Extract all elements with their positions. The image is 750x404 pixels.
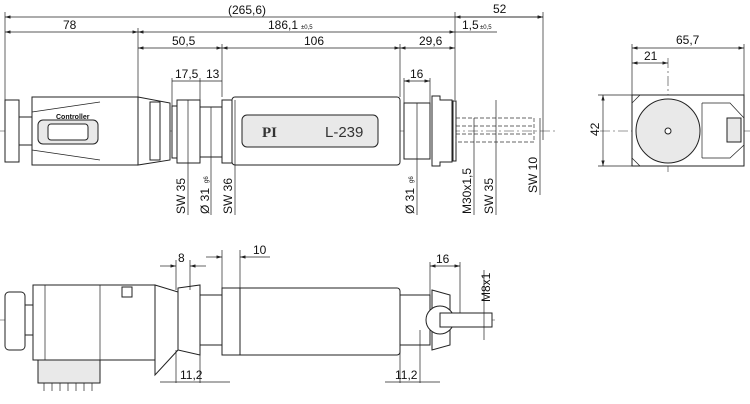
dim-8: 8 xyxy=(178,251,185,265)
side-housing xyxy=(32,284,156,361)
dim-rear-length: 29,6 xyxy=(419,34,443,48)
dim-body-length: 106 xyxy=(304,34,324,48)
dim-end-width: 65,7 xyxy=(676,33,700,47)
dim-end-offset: 21 xyxy=(644,49,658,63)
dim-front-length: 50,5 xyxy=(172,34,196,48)
dim-tip-offset: 1,5 xyxy=(462,18,479,32)
dim-collar-width: 16 xyxy=(410,67,424,81)
side-connector xyxy=(37,359,101,384)
label-thread-m8: M8x1 xyxy=(479,272,493,302)
dim-tip-length: 52 xyxy=(493,2,507,16)
label-sw36: SW 36 xyxy=(221,178,235,214)
dim-10: 10 xyxy=(253,243,267,257)
label-fit-rear: g6 xyxy=(409,176,415,183)
dim-stroke-length: 186,1 xyxy=(268,18,298,32)
label-sw10: SW 10 xyxy=(526,157,540,193)
dim-16: 16 xyxy=(436,252,450,266)
side-view: 8 10 16 M8x1 11,2 11,2 xyxy=(0,243,495,391)
dim-nut-width: 17,5 xyxy=(175,67,199,81)
side-knob xyxy=(4,291,26,351)
nut-sw35 xyxy=(176,99,201,164)
label-thread-m30: M30x1,5 xyxy=(460,168,474,214)
connector-label: Controller xyxy=(56,114,90,121)
label-dia31-front: Ø 31 xyxy=(198,188,212,214)
adjustment-knob xyxy=(4,99,20,163)
dim-end-height: 42 xyxy=(588,122,602,136)
label-sw35-rear: SW 35 xyxy=(482,178,496,214)
name-plate xyxy=(241,114,379,148)
dim-11-2-right: 11,2 xyxy=(395,368,418,382)
dim-overall-length: (265,6) xyxy=(228,3,266,17)
side-body xyxy=(221,287,401,356)
dim-thread-width: 13 xyxy=(206,67,220,81)
dim-tip-offset-tolerance: ±0,5 xyxy=(480,25,492,31)
label-dia31-rear: Ø 31 xyxy=(403,188,417,214)
label-fit-front: g6 xyxy=(204,176,210,183)
brand-label: PI xyxy=(262,125,277,141)
dim-11-2-left: 11,2 xyxy=(180,368,203,382)
model-label: L-239 xyxy=(325,124,363,141)
end-view: 65,7 21 42 xyxy=(588,33,750,172)
dim-stroke-tolerance: ±0,5 xyxy=(301,25,313,31)
label-sw35-front: SW 35 xyxy=(174,178,188,214)
end-connector xyxy=(726,117,742,143)
dim-housing-length: 78 xyxy=(63,18,77,32)
top-view: Controller PI L-239 (265,6) 78 186,1 ±0,… xyxy=(0,2,555,215)
